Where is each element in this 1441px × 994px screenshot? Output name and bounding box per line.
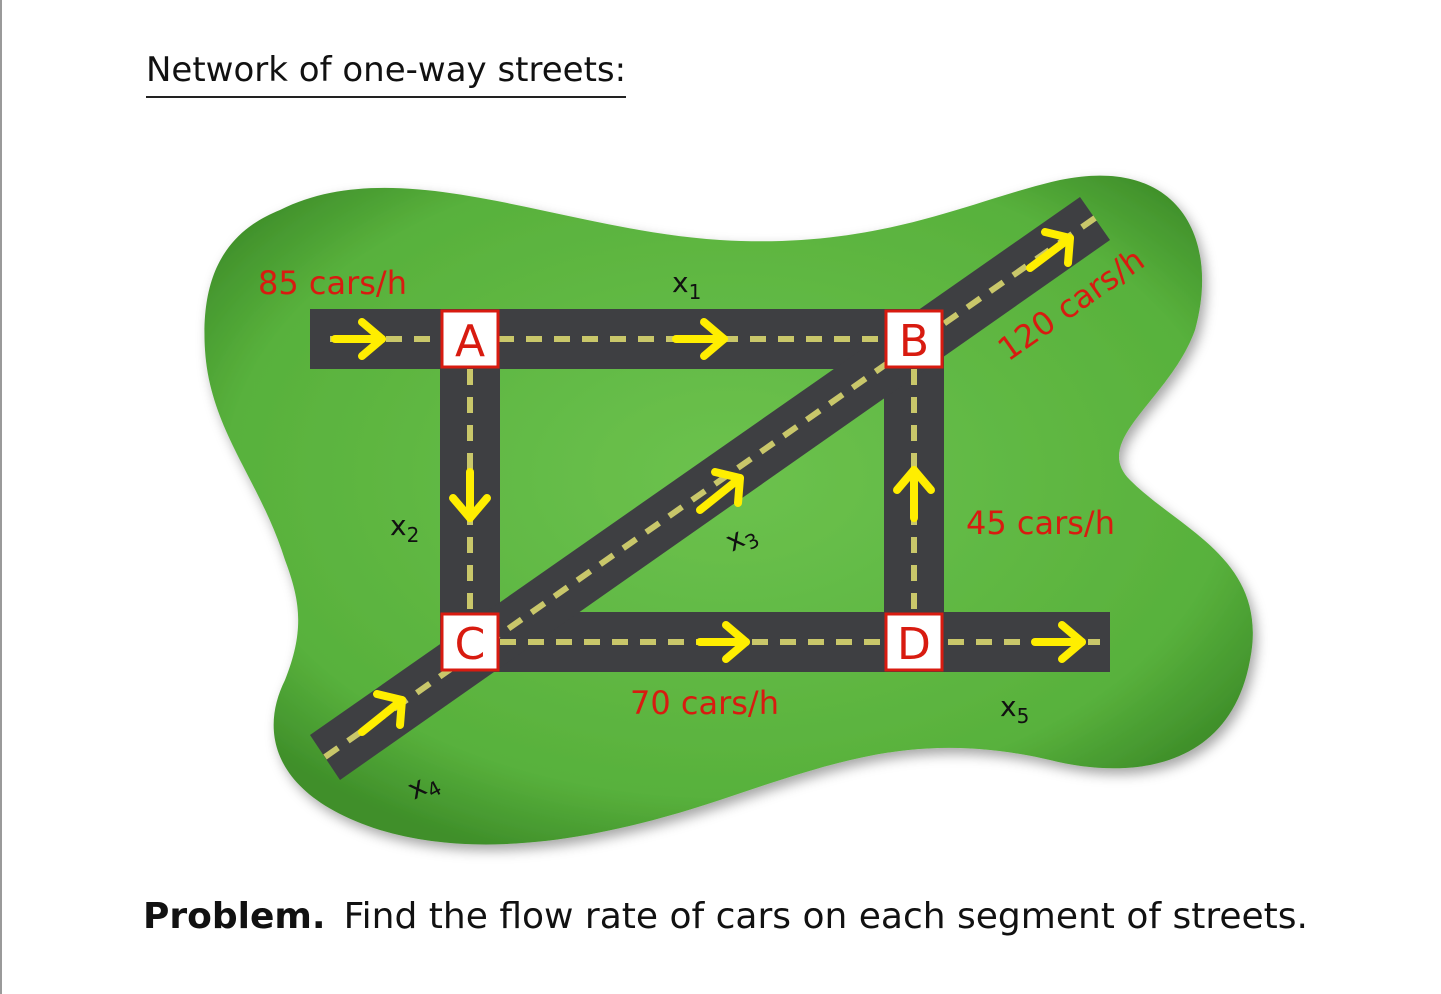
- node-d-label: D: [897, 619, 931, 670]
- node-b: B: [884, 309, 944, 369]
- node-a: A: [440, 309, 500, 369]
- arrow-c-to-d: [696, 621, 750, 663]
- node-a-label: A: [455, 316, 485, 367]
- var-x2: x2: [390, 509, 419, 547]
- arrow-out-of-b: [1026, 228, 1074, 272]
- node-c: C: [440, 612, 500, 672]
- problem-statement: Problem. Find the flow rate of cars on ea…: [143, 896, 1308, 937]
- arrow-into-a: [331, 318, 386, 360]
- page-title: Network of one-way streets:: [146, 50, 627, 98]
- arrow-a-to-c: [449, 468, 491, 522]
- arrow-out-of-d: [1031, 621, 1086, 663]
- arrow-into-c: [358, 690, 406, 736]
- arrow-c-to-b: [696, 468, 744, 514]
- node-c-label: C: [455, 619, 486, 670]
- problem-lead: Problem.: [143, 896, 326, 937]
- var-x1: x1: [672, 266, 701, 304]
- var-x5: x5: [1000, 690, 1029, 728]
- arrow-a-to-b: [672, 318, 728, 360]
- flow-arrows: [331, 228, 1086, 736]
- flow-label-out-of-d-up: 45 cars/h: [966, 504, 1115, 542]
- left-border: [0, 0, 2, 994]
- node-d: D: [884, 612, 944, 672]
- flow-label-into-a: 85 cars/h: [258, 264, 407, 302]
- arrow-d-to-b: [893, 466, 935, 522]
- flow-label-c-to-d: 70 cars/h: [630, 684, 779, 722]
- problem-text: Find the flow rate of cars on each segme…: [343, 896, 1308, 937]
- node-b-label: B: [899, 316, 929, 367]
